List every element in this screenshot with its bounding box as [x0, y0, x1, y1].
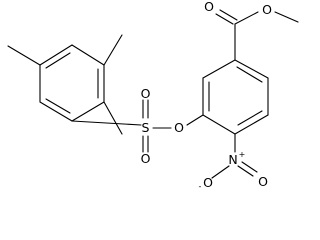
bond: [103, 101, 123, 135]
bond: [71, 101, 105, 122]
bond: [236, 66, 263, 83]
nitro-nitrogen-label: N: [228, 152, 237, 167]
methoxy-oxygen-label: O: [262, 2, 272, 17]
bond: [234, 114, 269, 135]
bond: [211, 165, 230, 179]
bond: [39, 101, 73, 122]
bond: [237, 110, 263, 126]
carbonyl-oxygen-label: O: [204, 0, 214, 14]
bond: [241, 161, 258, 173]
nitro-group: N + O - O: [199, 133, 268, 191]
bond: [45, 52, 71, 69]
bond: [39, 44, 73, 66]
bond: [103, 34, 123, 66]
bond: [71, 44, 105, 66]
bond: [202, 59, 236, 79]
nitro-oxygen-left-label: O: [203, 175, 213, 190]
nitro-oxygen-right-label: O: [258, 174, 268, 189]
bond: [45, 98, 71, 114]
ester-oxygen-label: O: [174, 120, 184, 135]
bond: [234, 11, 259, 25]
sulfur-atom-label: S: [142, 120, 150, 135]
bond: [186, 114, 204, 126]
benzoate-ring: [202, 59, 269, 135]
bond: [7, 45, 41, 66]
bond: [202, 114, 236, 135]
bond: [215, 13, 234, 25]
bond: [274, 11, 299, 23]
methyl-ester-group: O O: [204, 0, 299, 61]
mesityl-ring: [39, 44, 105, 122]
bond: [237, 165, 254, 177]
chemical-structure-diagram: S O O O O O N + O - O: [7, 0, 299, 191]
nitrogen-positive-charge: +: [239, 150, 246, 159]
bond: [71, 120, 142, 126]
methyl-groups: [7, 34, 123, 135]
oxygen-negative-charge: -: [199, 182, 202, 191]
sulfonyl-group: S O O O: [71, 86, 184, 166]
bond: [234, 59, 269, 79]
sulfonyl-oxygen-bottom-label: O: [141, 151, 151, 166]
sulfonyl-oxygen-top-label: O: [141, 86, 151, 101]
bond: [219, 9, 238, 21]
